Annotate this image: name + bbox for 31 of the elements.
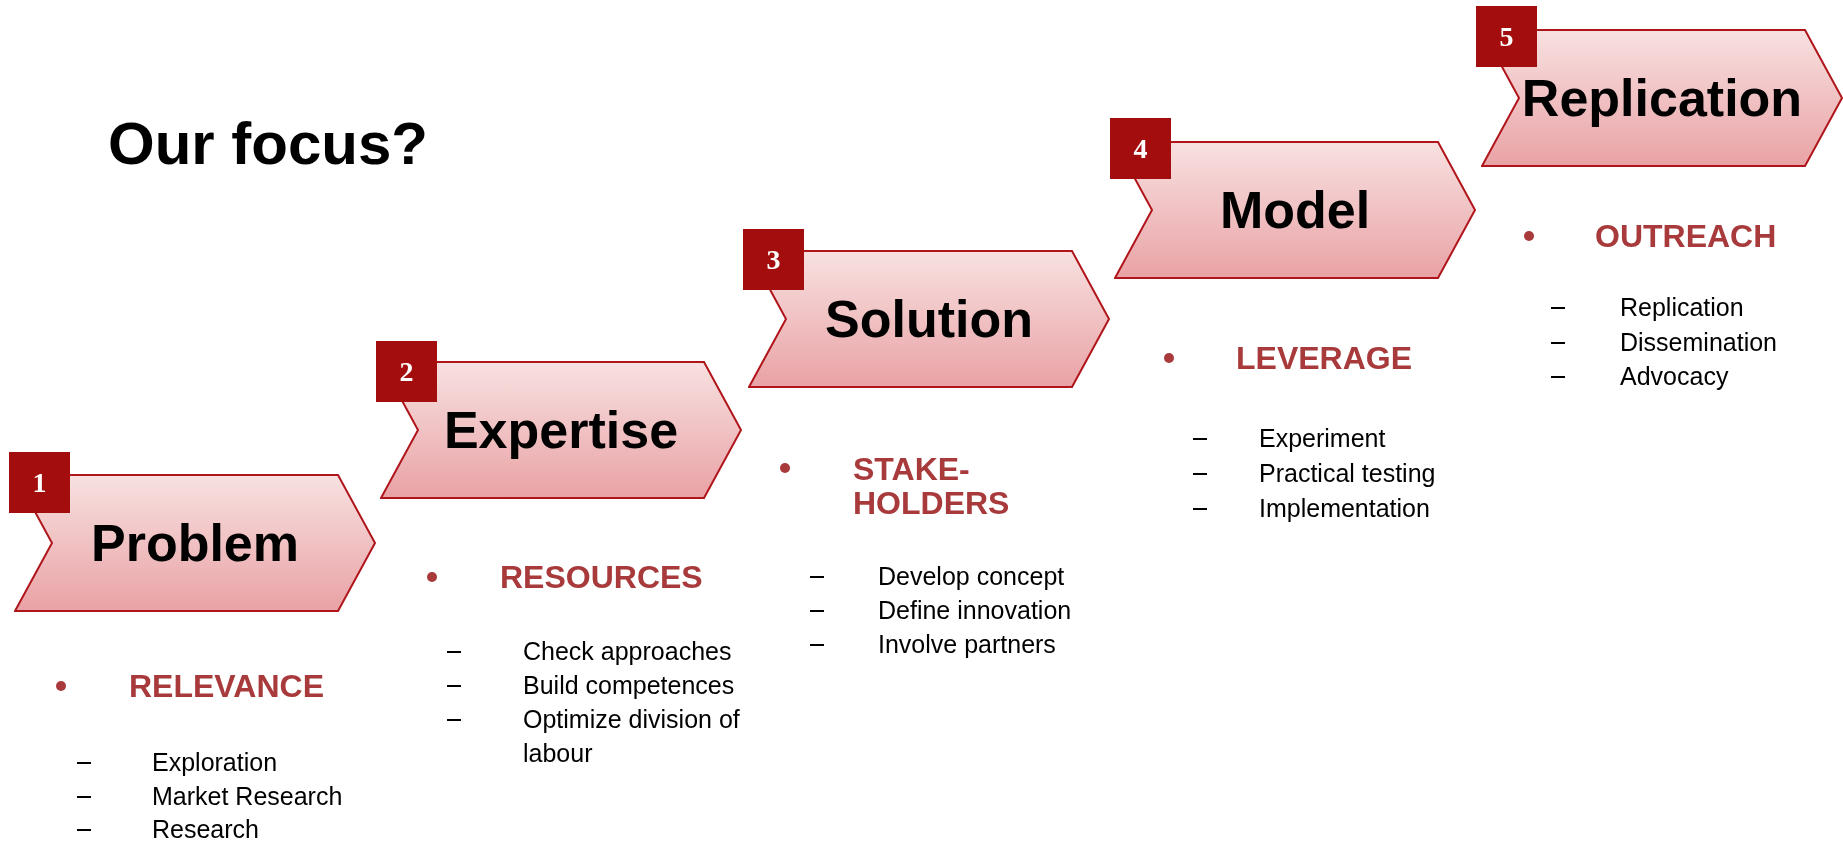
list-item: Experiment — [1259, 423, 1387, 454]
step-title: Expertise — [443, 400, 679, 460]
list-item: Market Research — [152, 781, 344, 812]
list-item: Check approaches — [523, 636, 733, 667]
step-title: Problem — [90, 513, 300, 573]
list-item: Define innovation — [878, 595, 1073, 626]
step-number-box: 5 — [1476, 6, 1537, 67]
list-item: Build competences — [523, 670, 736, 701]
list-heading: RESOURCES — [500, 560, 704, 594]
list-item: Practical testing — [1259, 458, 1437, 489]
list-item: Advocacy — [1620, 361, 1730, 392]
step-title: Model — [1219, 180, 1371, 240]
step-title: Solution — [825, 289, 1033, 349]
list-item: Involve partners — [878, 629, 1057, 660]
list-item: Replication — [1620, 292, 1745, 323]
list-item: Implementation — [1259, 493, 1431, 524]
list-item: Dissemination — [1620, 327, 1778, 358]
step-number-box: 1 — [9, 452, 70, 513]
step-title: Replication — [1521, 68, 1803, 128]
slide-title: Our focus? — [108, 109, 428, 179]
step-number-box: 4 — [1110, 118, 1171, 179]
step-number-box: 3 — [743, 229, 804, 290]
list-item: Develop concept — [878, 561, 1066, 592]
list-heading: STAKE-HOLDERS — [853, 452, 1011, 520]
list-heading: RELEVANCE — [129, 669, 325, 703]
step-number-box: 2 — [376, 341, 437, 402]
list-heading: LEVERAGE — [1236, 341, 1414, 375]
list-item: Research — [152, 814, 260, 845]
list-heading: OUTREACH — [1595, 219, 1778, 253]
list-item: Exploration — [152, 747, 279, 778]
list-item: Optimize division of labour — [523, 704, 741, 769]
